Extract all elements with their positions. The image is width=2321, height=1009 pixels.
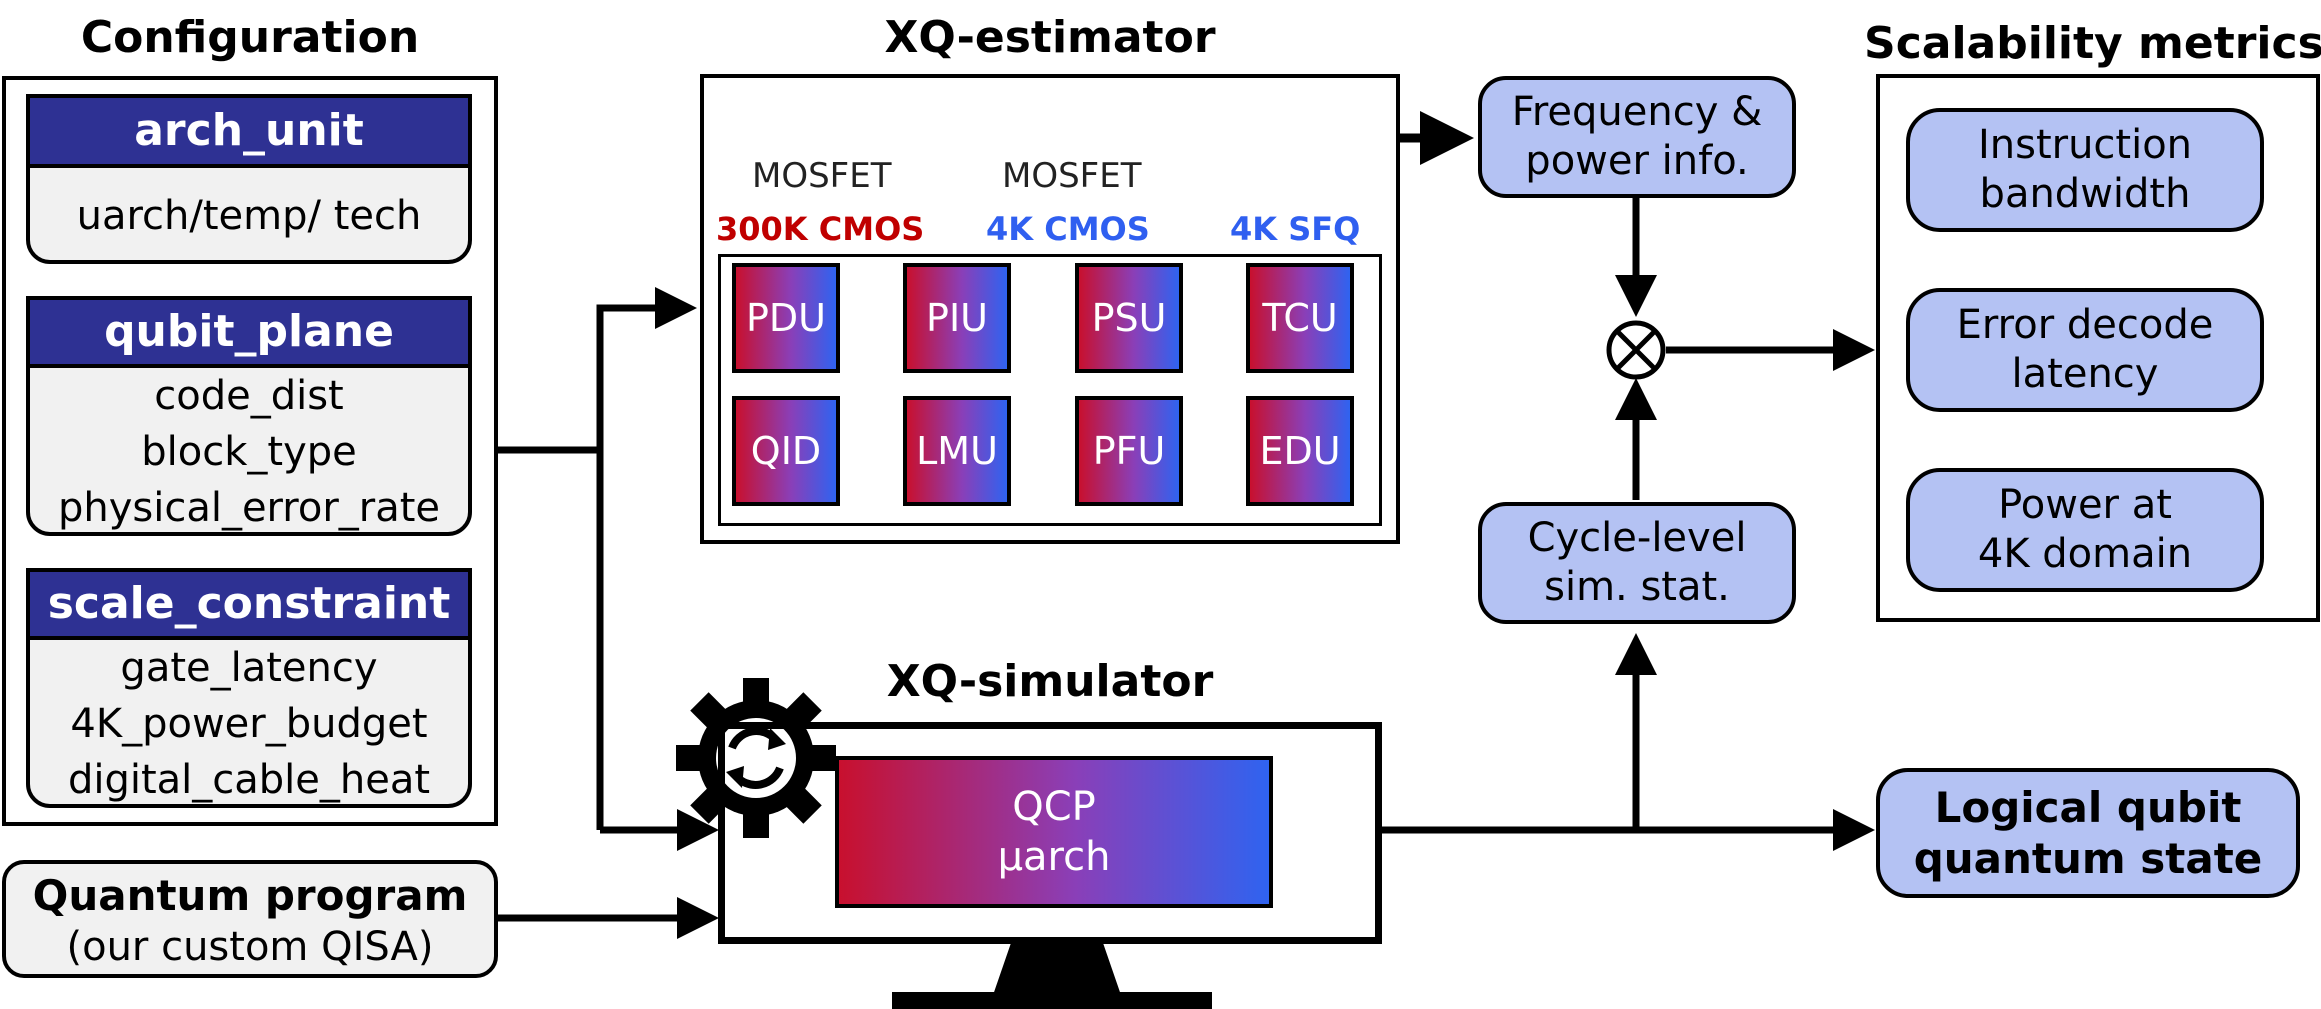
metric-error-decode-latency: Error decode latency (1906, 288, 2264, 412)
metric-line: Error decode (1956, 302, 2214, 349)
cycle-level-line: Cycle-level (1527, 515, 1747, 562)
frequency-power-info-box: Frequency & power info. (1478, 76, 1796, 198)
quantum-program-box: Quantum program (our custom QISA) (2, 860, 498, 978)
unit-edu: EDU (1246, 396, 1354, 506)
logical-qubit-state-box: Logical qubit quantum state (1876, 768, 2300, 898)
metric-line: bandwidth (1979, 171, 2191, 217)
metric-line: Instruction (1977, 122, 2193, 169)
mosfet-label: MOSFET (752, 156, 892, 196)
qubit-plane-title: qubit_plane (30, 300, 468, 368)
frequency-power-line: power info. (1525, 138, 1749, 184)
cycle-level-stat-box: Cycle-level sim. stat. (1478, 502, 1796, 624)
scale-constraint-title: scale_constraint (30, 572, 468, 640)
cmos-4k-label: 4K CMOS (986, 210, 1150, 248)
sfq-4k-label: 4K SFQ (1230, 210, 1361, 248)
combine-multiply-icon (1606, 320, 1666, 380)
unit-psu: PSU (1075, 263, 1183, 373)
monitor-stand-icon (892, 940, 1212, 1009)
arch-unit-block: arch_unit uarch/temp/ tech (26, 94, 472, 264)
unit-pdu: PDU (732, 263, 840, 373)
simulator-heading: XQ-simulator (886, 656, 1214, 707)
arch-unit-line: uarch/temp/ tech (76, 193, 422, 239)
metric-line: latency (2011, 351, 2159, 397)
arch-unit-body: uarch/temp/ tech (30, 168, 468, 244)
qubit-plane-line: physical_error_rate (57, 485, 441, 531)
metrics-heading: Scalability metrics (1864, 18, 2321, 69)
scale-constraint-line: 4K_power_budget (70, 701, 428, 747)
unit-pfu: PFU (1075, 396, 1183, 506)
qubit-plane-line: code_dist (154, 373, 344, 419)
scale-constraint-block: scale_constraint gate_latency 4K_power_b… (26, 568, 472, 808)
simulator-monitor (718, 722, 1382, 944)
qubit-plane-body: code_dist block_type physical_error_rate (30, 368, 468, 532)
refresh-gear-icon (676, 678, 836, 838)
unit-lmu: LMU (903, 396, 1011, 506)
metric-power-4k-domain: Power at 4K domain (1906, 468, 2264, 592)
scale-constraint-line: gate_latency (120, 645, 378, 691)
scale-constraint-line: digital_cable_heat (67, 757, 431, 803)
qcp-label: QCP (1012, 784, 1096, 830)
unit-grid-frame (718, 254, 1382, 526)
estimator-heading: XQ-estimator (884, 12, 1216, 63)
unit-tcu: TCU (1246, 263, 1354, 373)
qubit-plane-block: qubit_plane code_dist block_type physica… (26, 296, 472, 536)
config-connector (496, 287, 719, 851)
cycle-level-line: sim. stat. (1544, 564, 1730, 610)
arch-unit-title: arch_unit (30, 98, 468, 168)
metric-instruction-bandwidth: Instruction bandwidth (1906, 108, 2264, 232)
scale-constraint-body: gate_latency 4K_power_budget digital_cab… (30, 640, 468, 804)
qubit-plane-line: block_type (141, 429, 357, 475)
metric-line: Power at (1998, 482, 2172, 529)
frequency-power-line: Frequency & (1511, 89, 1763, 136)
quantum-program-subtitle: (our custom QISA) (66, 924, 434, 970)
configuration-heading: Configuration (80, 12, 420, 63)
quantum-program-title: Quantum program (32, 871, 468, 920)
unit-piu: PIU (903, 263, 1011, 373)
unit-qid: QID (732, 396, 840, 506)
logical-qubit-line: quantum state (1913, 834, 2263, 883)
mosfet-label: MOSFET (1002, 156, 1142, 196)
simulator-output-connector (1380, 633, 1875, 851)
cmos-300k-label: 300K CMOS (716, 210, 925, 248)
logical-qubit-line: Logical qubit (1934, 782, 2242, 832)
qcp-microarch-block: QCP µarch (835, 756, 1273, 908)
metric-line: 4K domain (1977, 531, 2193, 577)
qcp-microarch-label: µarch (997, 834, 1111, 880)
